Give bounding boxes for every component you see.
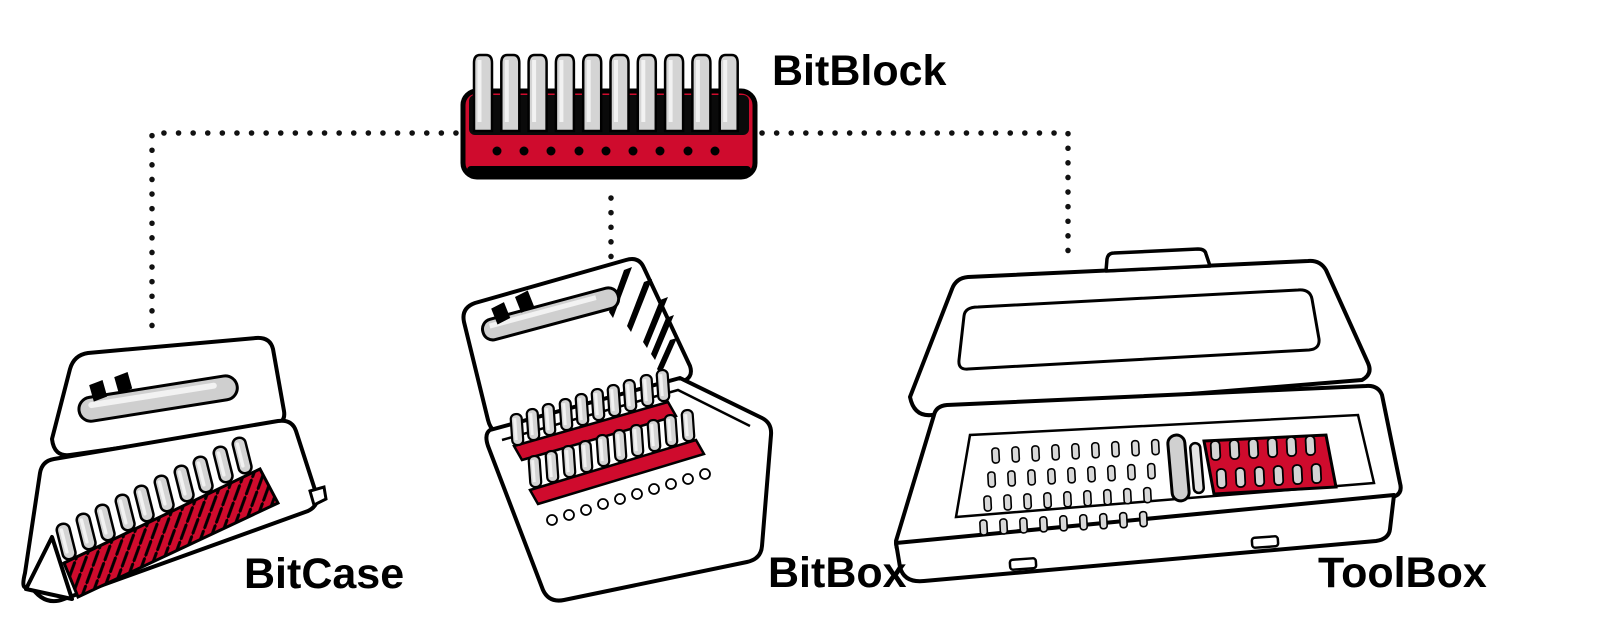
- bitblock-illustration: [460, 53, 758, 180]
- bitcase-clip-icon: [114, 372, 133, 394]
- toolbox-lid-recess: [957, 288, 1321, 371]
- bitblock-bottom-shadow: [467, 166, 751, 175]
- bitbox-driver-handle: [480, 286, 621, 342]
- bitcase-illustration: [21, 335, 328, 604]
- bitcase-flap: [24, 535, 74, 601]
- toolbox-red-bit-block: [1202, 433, 1338, 496]
- toolbox-handle-tab: [1104, 247, 1212, 273]
- toolbox-label: ToolBox: [1318, 549, 1487, 597]
- bitbox-empty-sockets: [546, 468, 711, 526]
- bitcase-bit-strip: [62, 467, 281, 600]
- bitbox-front-row: [527, 408, 706, 506]
- bitcase-label: BitCase: [244, 550, 405, 598]
- bitbox-illustration: [461, 257, 774, 603]
- toolbox-latches: [1008, 535, 1280, 571]
- connector-bitblock-to-bitcase: [149, 130, 459, 339]
- bitbox-clip-icon: [515, 290, 535, 313]
- bitblock-label: BitBlock: [772, 47, 947, 95]
- bitcase-driver-handle: [77, 372, 239, 423]
- bitbox-label: BitBox: [768, 549, 907, 597]
- bitcase-clip-icon: [89, 380, 108, 402]
- bitbox-back-row: [509, 368, 678, 462]
- bitblock-holes: [492, 146, 720, 156]
- bitbox-clip-icon: [491, 302, 511, 325]
- toolbox-illustration: [894, 247, 1403, 584]
- bitcase-latch: [308, 485, 328, 508]
- toolbox-center-tool: [1166, 433, 1205, 503]
- connector-bitblock-to-toolbox: [759, 130, 1071, 261]
